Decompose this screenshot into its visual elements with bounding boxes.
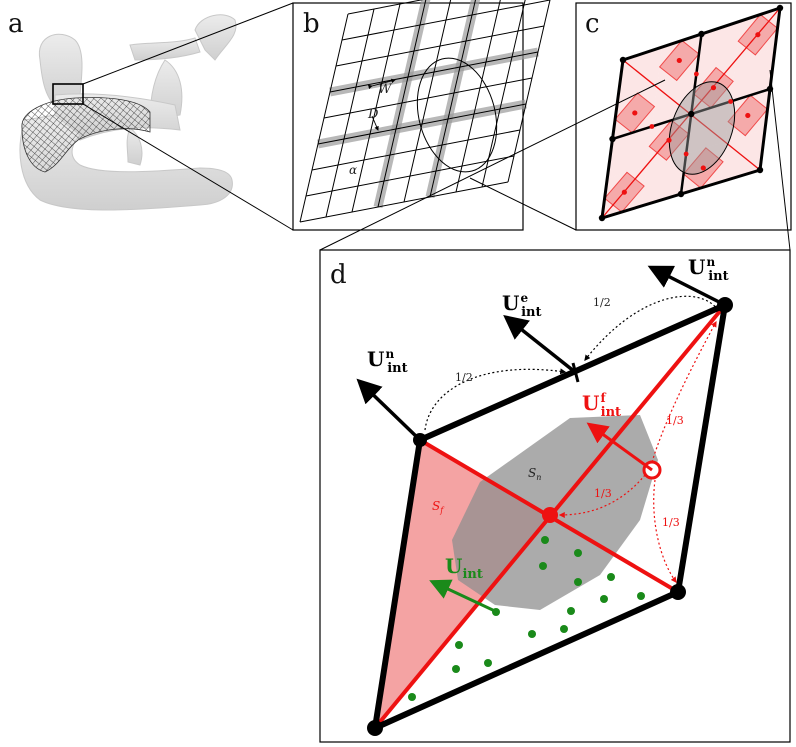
zoom-box-a [52,83,84,105]
weight-curve-left [424,368,567,431]
cell-node [619,56,627,64]
face-node [676,57,682,64]
strut-line [403,0,452,203]
edge-node [649,124,655,129]
panel-b-label: b [303,9,320,39]
strut-line [325,8,375,218]
weight-third-mid: 1/3 [594,487,612,500]
edge-node [683,151,689,157]
cell-node [688,110,695,118]
strut-line [507,0,551,183]
weight-half-right: 1/2 [593,296,611,309]
cell-node [698,30,705,38]
zoom-line-ab-top [82,2,294,85]
panel-c-label: c [585,9,600,39]
arrow-Ue-edge [503,314,577,374]
sub-face-tint [696,21,741,74]
fluid-points [408,536,645,701]
strut-line [377,0,427,208]
strut-line [481,0,526,188]
edge-node [693,71,699,77]
strut-line [351,3,401,213]
face-node [621,189,627,195]
strut-line [455,0,501,193]
weight-curve-face-top [651,320,717,463]
stent-cell [598,4,784,222]
weight-half-left: 1/2 [455,371,473,384]
zoom-line-ab-bottom [82,103,294,231]
fluid-point [637,592,645,600]
aneurysm-overlay [668,81,736,175]
cell-node [609,135,616,143]
face-node [700,165,706,171]
cell-node [677,190,685,198]
label-Sf: Sf [432,499,445,515]
fluid-point [567,607,575,615]
fluid-point [574,549,582,557]
arrow-Un-left [356,378,422,442]
fluid-point [600,595,608,603]
panel-a-label: a [8,9,24,39]
panel-d-label: d [330,260,347,290]
fluid-point [528,630,536,638]
fluid-point [484,659,492,667]
node-bottom-left [367,720,383,736]
label-U-int: Uint [445,554,483,582]
strut-line [347,0,424,15]
fluid-point [560,625,568,633]
fluid-point [574,578,582,586]
fluid-point [455,641,463,649]
weight-third-bottom: 1/3 [662,516,680,529]
panel-c: c [575,2,792,231]
fluid-point [541,536,549,544]
cell-node [776,4,784,12]
panel-d: d 1/2 [319,249,791,743]
face-node [666,137,672,143]
fluid-point [452,665,460,673]
dim-W-arrow [367,78,396,90]
stent-mesh [21,97,151,173]
fluid-point [607,573,615,581]
strut-grid [299,0,551,223]
panel-a: a [8,9,237,211]
strut-line [299,13,349,223]
zoom-line-bc-bottom [469,177,577,231]
aneurysm-outline [416,57,498,173]
sub-face-tint [641,154,687,206]
label-D: D [367,107,379,122]
arrow-Un-top [647,265,726,307]
face-node [632,110,638,116]
strut-line [429,0,476,198]
arrow-Uf-face [586,422,653,472]
sub-face-tint [607,126,652,179]
edge-midpoint-tick [571,362,580,383]
edge-node [728,99,734,104]
dim-D-arrow [371,115,379,131]
zoom-line-cd-left [319,79,666,251]
face-center-node [542,507,558,523]
label-alpha: α [349,163,357,177]
zoom-line-cd-right [769,69,791,251]
panel-b: b W D α [292,0,551,231]
weight-third-top: 1/3 [666,414,684,427]
cell-node [756,166,764,174]
face-node [710,85,717,91]
fluid-point [539,562,547,570]
face-node [755,32,761,38]
label-Sn: Sn [528,466,541,482]
face-node [745,112,751,119]
node-bottom-right [670,584,686,600]
sub-face-tint [730,48,775,102]
arrow-U-int [429,579,498,614]
fluid-point [408,693,416,701]
cell-node [598,214,606,222]
